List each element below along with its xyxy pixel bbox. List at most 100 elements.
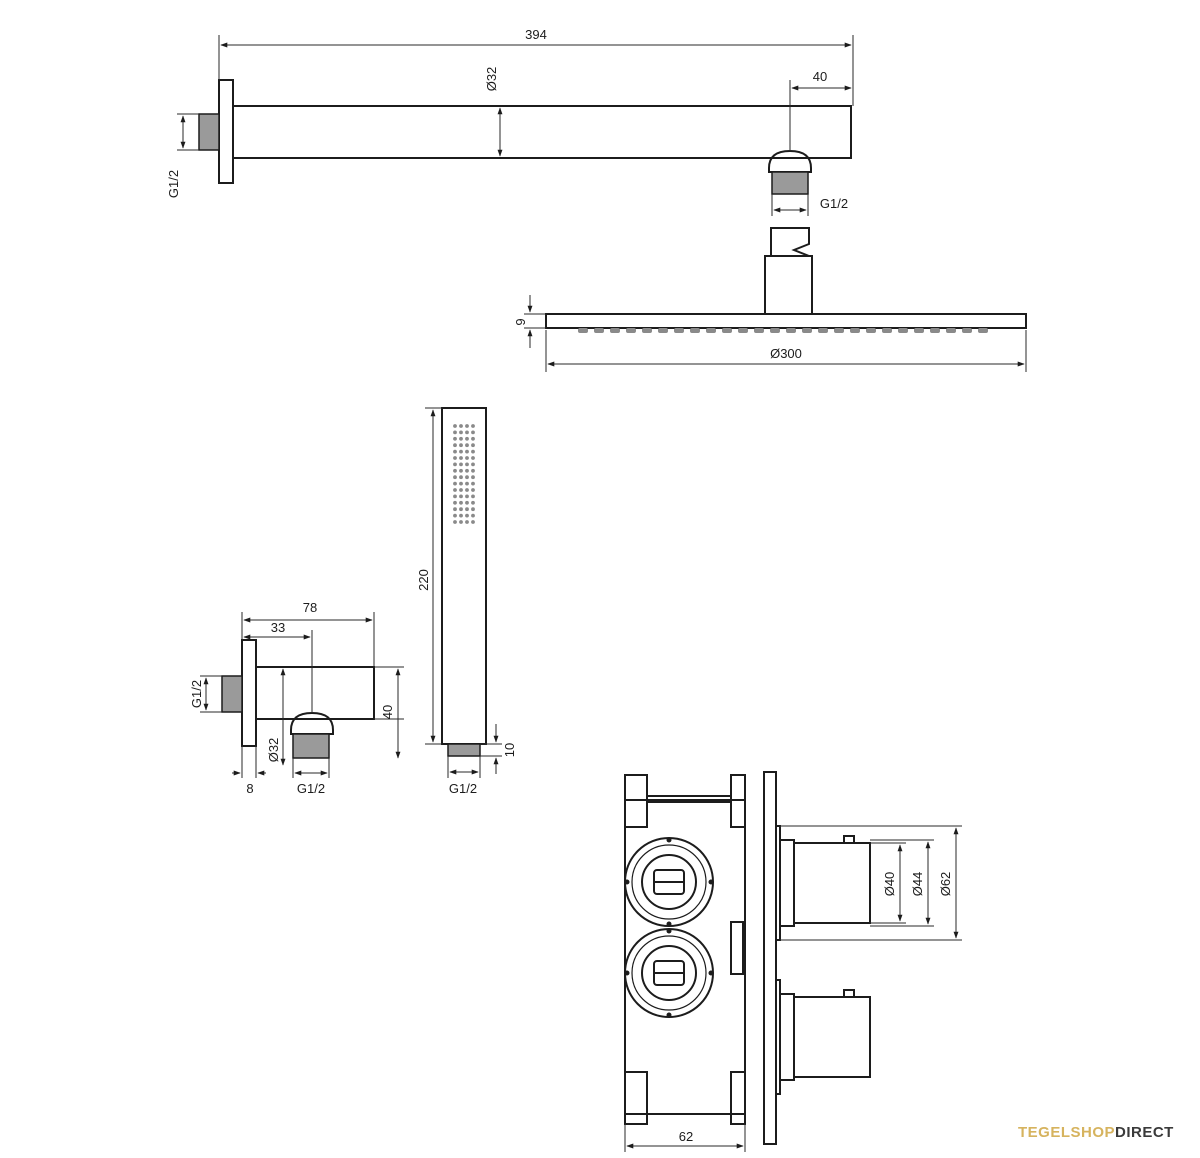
nozzle <box>930 328 940 333</box>
top-rail <box>646 795 732 803</box>
nozzle <box>786 328 796 333</box>
knob-d62-label: Ø62 <box>938 872 953 897</box>
nozzle <box>802 328 812 333</box>
spray-hole <box>459 494 463 499</box>
nozzle <box>690 328 700 333</box>
elbow-outlet-dome <box>290 711 334 735</box>
nozzle <box>610 328 620 333</box>
elbow-offset-label: 33 <box>271 620 285 635</box>
side-connector <box>730 921 744 975</box>
elbow-outlet-thread <box>292 733 330 759</box>
elbow-wall-thread-label: G1/2 <box>189 680 204 708</box>
concealed-valve <box>624 771 871 1145</box>
handshower-base-label: 10 <box>502 743 517 757</box>
elbow-flange-label: 8 <box>246 781 253 796</box>
spray-hole <box>459 436 463 441</box>
nozzle <box>850 328 860 333</box>
spray-hole <box>465 462 469 467</box>
spray-hole <box>465 424 469 428</box>
cartridge-bottom <box>624 928 714 1018</box>
spray-hole <box>453 462 457 467</box>
ball-joint <box>770 227 810 257</box>
head-plate <box>545 313 1027 329</box>
spray-hole <box>459 520 463 524</box>
arm-tube <box>232 105 852 159</box>
spray-hole <box>459 488 463 492</box>
spray-hole <box>465 475 469 480</box>
handshower-length-label: 220 <box>416 569 431 591</box>
spray-hole <box>465 436 469 441</box>
spray-hole <box>471 488 475 492</box>
nozzle <box>578 328 588 333</box>
handshower-body <box>441 407 487 745</box>
nozzle <box>770 328 780 333</box>
nozzle <box>738 328 748 333</box>
valve-housing <box>624 799 746 1115</box>
spray-hole <box>465 456 469 460</box>
arm-outlet-thread-label: G1/2 <box>820 196 848 211</box>
spray-hole <box>459 430 463 435</box>
spray-hole <box>471 513 475 518</box>
elbow-outlet-thread-label: G1/2 <box>297 781 325 796</box>
nozzle <box>818 328 828 333</box>
nozzle <box>626 328 636 333</box>
elbow-diameter-label: Ø32 <box>266 738 281 763</box>
spray-hole <box>459 468 463 473</box>
nozzle <box>706 328 716 333</box>
nozzle <box>722 328 732 333</box>
mount-tab-br <box>730 1071 746 1125</box>
elbow-wall-thread <box>221 675 243 713</box>
spray-hole <box>453 430 457 435</box>
head-diameter-label: Ø300 <box>770 346 802 361</box>
spray-hole <box>465 520 469 524</box>
handshower-spray-holes <box>453 424 475 524</box>
handshower-thread-label: G1/2 <box>449 781 477 796</box>
brand-part2: DIRECT <box>1115 1124 1174 1141</box>
spray-hole <box>471 520 475 524</box>
spray-hole <box>459 424 463 428</box>
knob-top <box>779 835 871 927</box>
elbow-dimensions: 78 33 40 G1/2 Ø32 8 G1/2 <box>189 600 404 796</box>
arm-dimensions: 394 Ø32 40 G1/2 G1/2 <box>166 27 854 216</box>
spray-hole <box>453 500 457 505</box>
elbow-body <box>255 666 375 720</box>
knob-d44-label: Ø44 <box>910 872 925 897</box>
nozzle <box>962 328 972 333</box>
handshower-thread <box>447 743 481 757</box>
shower-arm <box>198 79 852 315</box>
spray-hole <box>459 462 463 467</box>
valve-depth-label: 62 <box>679 1129 693 1144</box>
spray-hole <box>471 456 475 460</box>
spray-hole <box>471 475 475 480</box>
rain-shower-head <box>545 313 1027 333</box>
nozzle <box>866 328 876 333</box>
spray-hole <box>459 456 463 460</box>
hand-shower <box>441 407 487 757</box>
nozzle <box>754 328 764 333</box>
head-nozzles <box>578 328 988 333</box>
spray-hole <box>453 481 457 486</box>
spray-hole <box>471 468 475 473</box>
head-stem <box>764 255 813 315</box>
spray-hole <box>465 468 469 473</box>
spray-hole <box>453 488 457 492</box>
spray-hole <box>459 443 463 448</box>
nozzle <box>642 328 652 333</box>
handshower-dimensions: 220 10 G1/2 <box>416 407 517 796</box>
spray-hole <box>465 449 469 454</box>
valve-dimensions: Ø40 Ø44 Ø62 62 <box>624 825 962 1152</box>
nozzle <box>674 328 684 333</box>
nozzle <box>946 328 956 333</box>
spray-hole <box>453 424 457 428</box>
valve-wall-plate <box>763 771 777 1145</box>
spray-hole <box>459 449 463 454</box>
arm-wall-thread <box>198 113 220 151</box>
nozzle <box>914 328 924 333</box>
spray-hole <box>465 494 469 499</box>
spray-hole <box>471 430 475 435</box>
knob-bottom <box>779 989 871 1081</box>
spray-hole <box>453 456 457 460</box>
spray-hole <box>453 449 457 454</box>
spray-hole <box>459 481 463 486</box>
spray-hole <box>465 507 469 512</box>
